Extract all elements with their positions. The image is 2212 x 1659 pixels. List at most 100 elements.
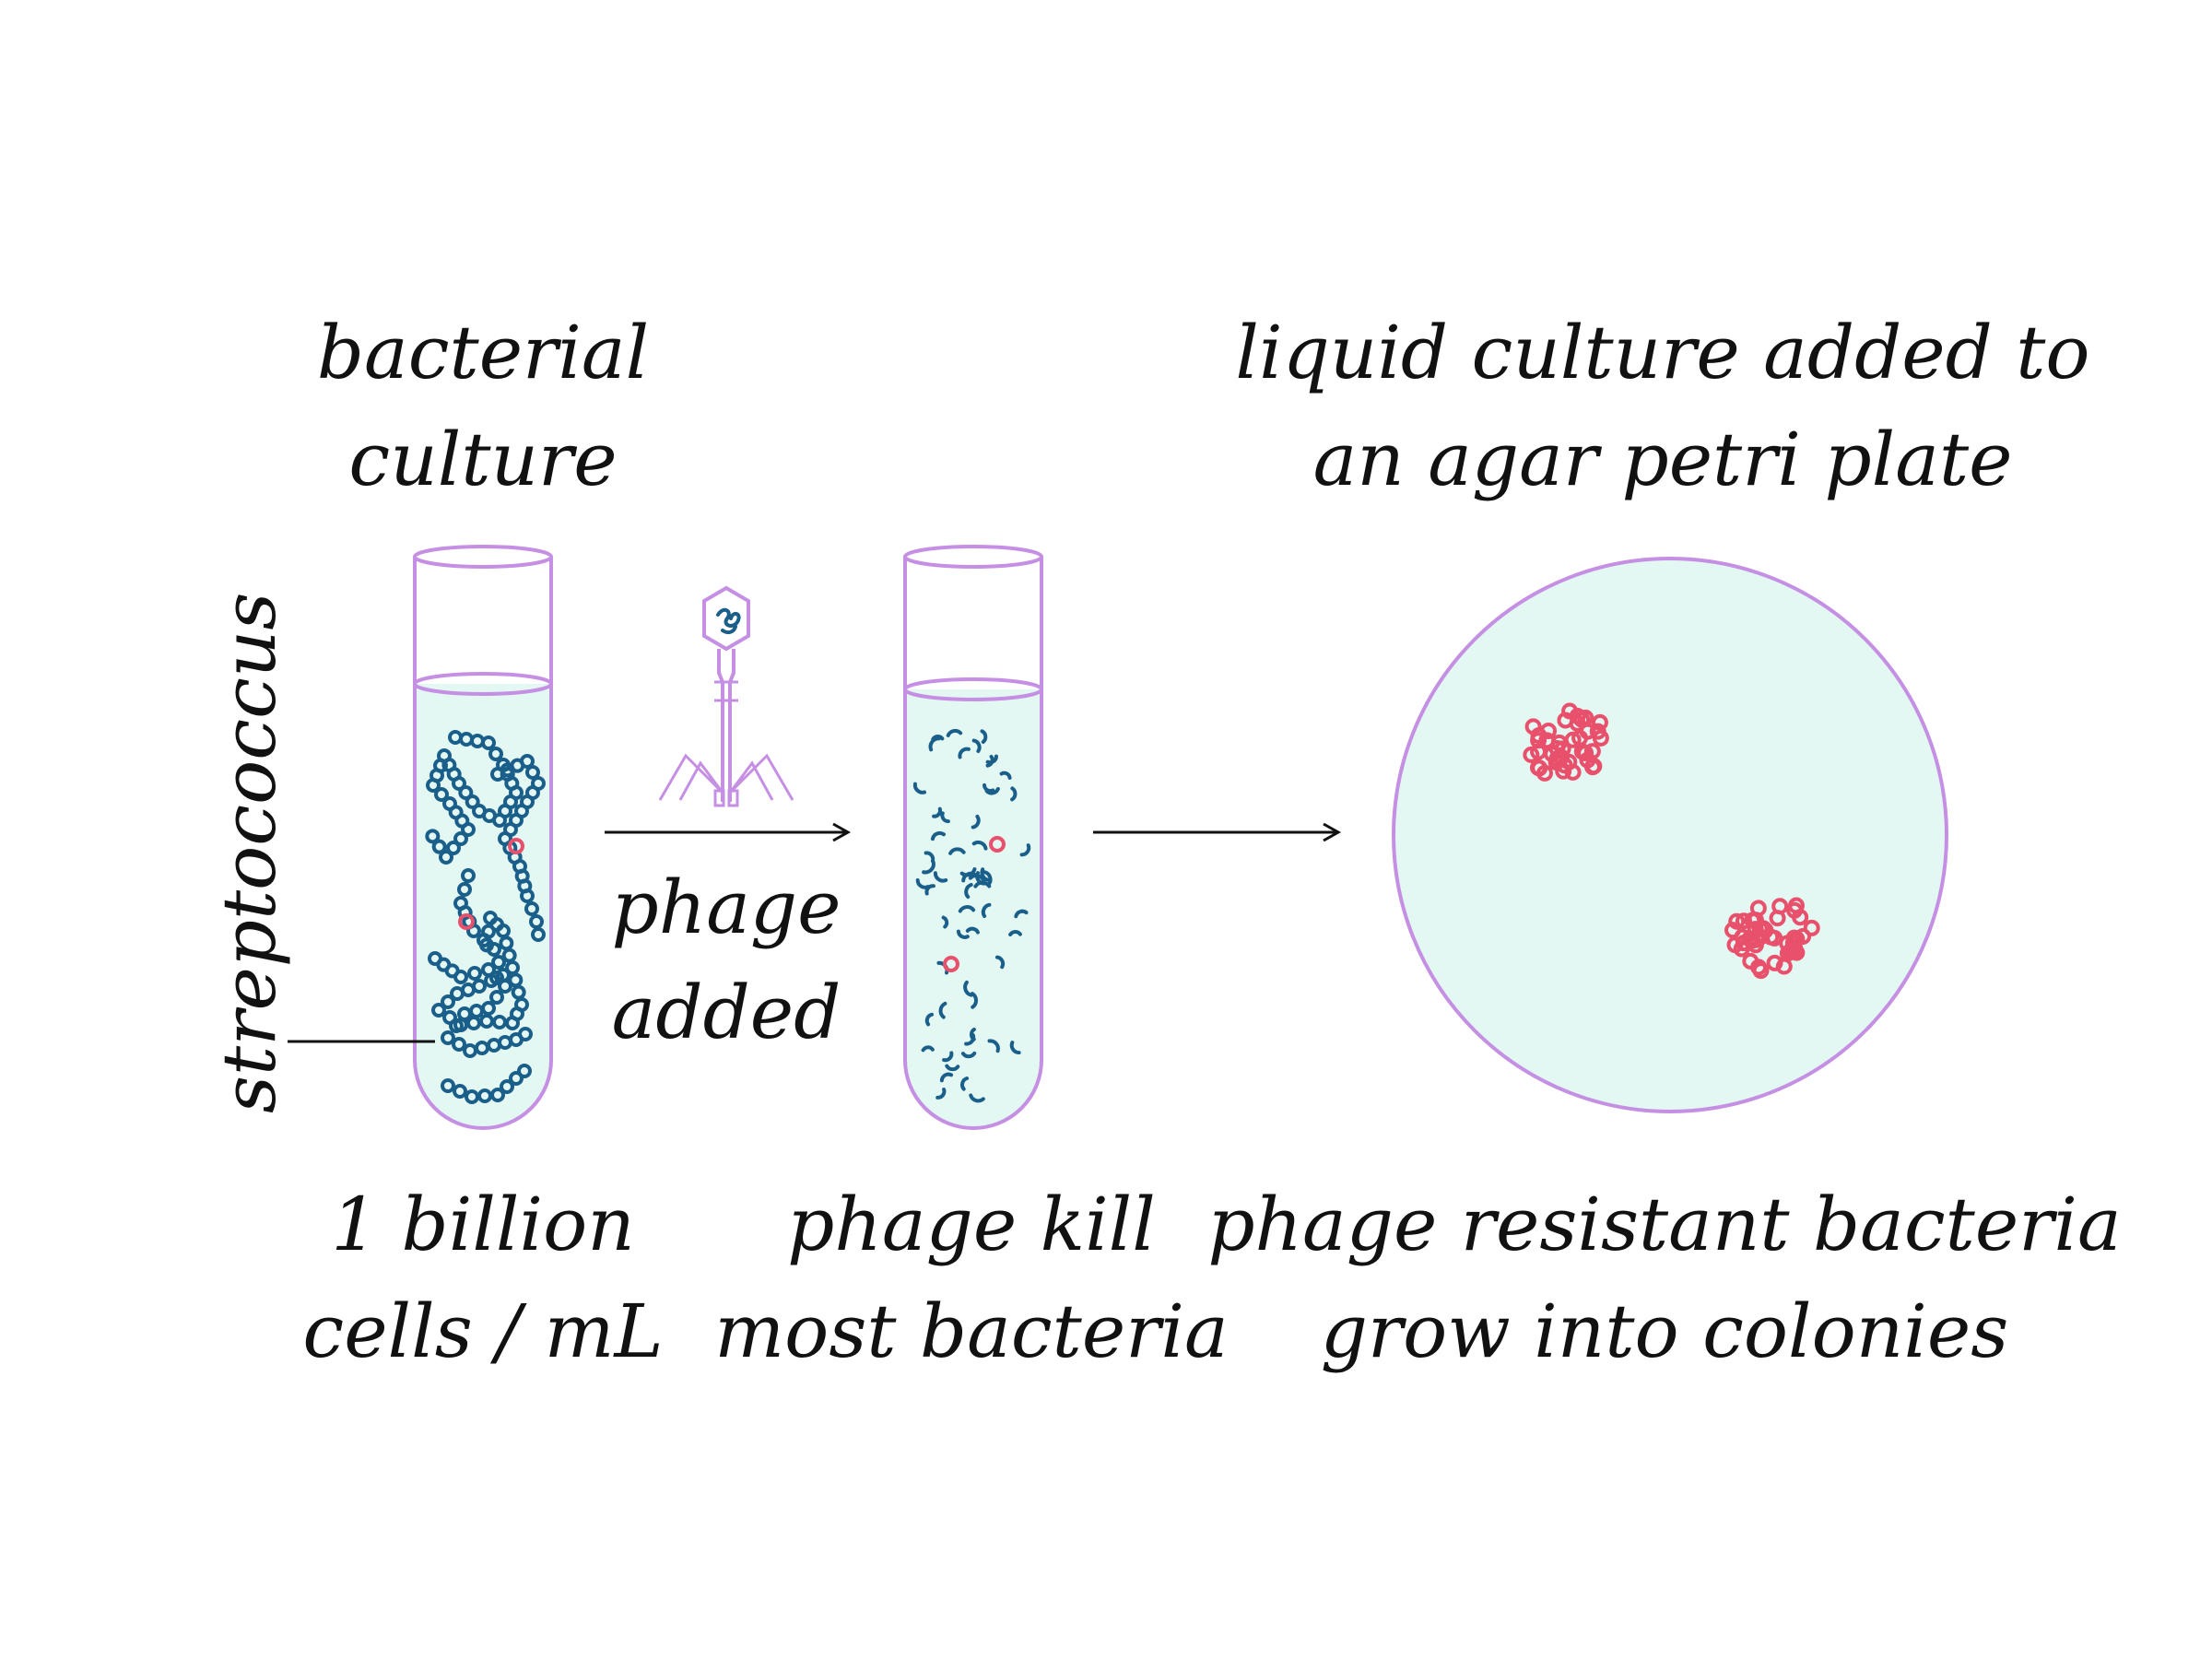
streptococcus-cell (434, 787, 449, 802)
phage-added-line1: phage (612, 865, 841, 950)
lysed-fragment (981, 902, 992, 918)
lysed-fragment (958, 747, 971, 759)
lysed-fragment (940, 811, 950, 824)
streptococcus-cell (505, 960, 520, 975)
culture-title-line2: culture (348, 417, 617, 502)
streptococcus-cell (449, 1018, 464, 1033)
streptococcus-label: streptococcus (206, 593, 292, 1113)
streptococcus-cell (458, 785, 474, 800)
streptococcus-cell (520, 888, 535, 903)
lysed-fragment (915, 878, 930, 889)
streptococcus-cell (481, 962, 496, 977)
resistant-cell (1728, 912, 1746, 930)
streptococcus-cell (514, 997, 529, 1012)
lysed-fragment (933, 871, 948, 883)
resistant-cell (508, 838, 524, 854)
resistant-cell (1766, 954, 1783, 971)
resistant-cell (1742, 952, 1759, 970)
tube2-caption-line2: most bacteria (714, 1288, 1228, 1374)
tube2-glass (903, 557, 1043, 1130)
lysed-fragment (973, 880, 992, 888)
streptococcus-cell (492, 1015, 507, 1030)
tube1-caption-line2: cells / mL (302, 1288, 663, 1374)
lysed-fragment (999, 771, 1012, 780)
streptococcus-cell (465, 794, 480, 809)
resistant-cell (1536, 764, 1554, 782)
resistant-colony (1724, 897, 1820, 980)
streptococcus-cell (472, 804, 487, 818)
lysed-fragment (939, 1072, 954, 1083)
test-tube-bacterial-culture (413, 545, 553, 1130)
tube2-meniscus (903, 677, 1043, 701)
lysed-fragment (948, 847, 966, 855)
resistant-cell (1573, 711, 1591, 728)
resistant-cell (943, 956, 959, 972)
streptococcus-cell (509, 1071, 524, 1086)
lysed-fragment (935, 1088, 947, 1100)
streptococcus-cell (453, 1084, 467, 1099)
streptococcus-cell (501, 947, 517, 963)
streptococcus-cell (524, 901, 539, 916)
lysed-fragment (1019, 843, 1031, 857)
streptococcus-cell (479, 937, 494, 953)
lysed-fragment (924, 851, 935, 864)
tube2-rim (903, 545, 1043, 569)
streptococcus-cell (439, 850, 453, 865)
streptococcus-cell (431, 839, 447, 854)
streptococcus-cell (481, 924, 496, 939)
resistant-cell (1744, 912, 1761, 929)
lysed-fragment (971, 738, 982, 753)
streptococcus-cell (498, 979, 512, 994)
lysed-fragment (1014, 909, 1029, 919)
resistant-cell (1775, 958, 1793, 975)
lysed-fragment (1010, 786, 1018, 802)
resistant-cell (1592, 729, 1609, 747)
resistant-cell (1583, 743, 1601, 760)
lysed-fragment (963, 980, 973, 997)
resistant-cell (1803, 919, 1820, 936)
streptococcus-chains (425, 730, 546, 1104)
tube2-caption-line1: phage kill (787, 1182, 1156, 1267)
streptococcus-cell (453, 970, 468, 984)
resistant-cell (1550, 734, 1568, 751)
resistant-cell (1561, 702, 1579, 720)
lysed-fragment (942, 1051, 954, 1063)
lysed-fragment (960, 1076, 970, 1091)
resistant-cell (1788, 944, 1806, 961)
lysed-fragment (970, 992, 978, 1009)
resistant-cell (989, 836, 1006, 853)
resistant-cell (1724, 922, 1742, 939)
plate-caption-line2: grow into colonies (1321, 1288, 2009, 1374)
lysed-fragment (965, 926, 980, 935)
streptococcus-cell (477, 1088, 492, 1103)
lysed-fragment (924, 1012, 934, 1027)
streptococcus-cell (490, 1088, 505, 1102)
bacteriophage-icon (658, 585, 794, 807)
lysed-fragment (932, 806, 942, 818)
plate-caption-line1: phage resistant bacteria (1207, 1182, 2121, 1267)
lysed-fragment (922, 860, 935, 875)
streptococcus-cell (483, 911, 498, 925)
lysed-fragment (959, 867, 977, 877)
arrow-phage-added (605, 822, 852, 842)
tube1-glass (413, 557, 553, 1130)
streptococcus-cell (461, 868, 476, 883)
resistant-cell (1747, 936, 1764, 954)
lysed-fragment (958, 905, 976, 913)
streptococcus-cell (457, 882, 472, 897)
tube1-meniscus (413, 672, 553, 696)
lysed-fragment (982, 870, 993, 887)
tube1-caption-line1: 1 billion (331, 1182, 635, 1267)
tube1-rim (413, 545, 553, 569)
streptococcus-cell (450, 986, 465, 1001)
streptococcus-cell (517, 1064, 532, 1078)
streptococcus-cell (426, 778, 441, 793)
arrow-to-plate (1093, 822, 1342, 842)
lysed-fragment (1008, 930, 1022, 937)
lysed-fragment (969, 1027, 976, 1041)
test-tube-after-phage (903, 545, 1043, 1130)
streptococcus-cell (491, 955, 506, 970)
lysed-fragment (960, 1051, 977, 1059)
